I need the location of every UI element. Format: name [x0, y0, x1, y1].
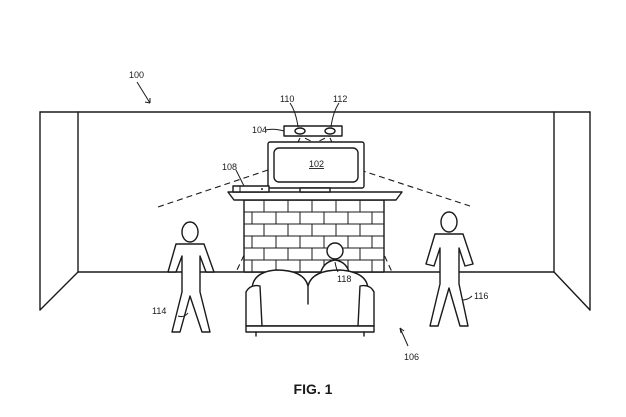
fireplace: [227, 191, 403, 273]
couch: [245, 269, 375, 337]
label-console: 108: [222, 162, 237, 172]
display-screen: [267, 141, 365, 193]
sensor-bar: [283, 125, 343, 137]
label-person-seated: 118: [337, 274, 351, 284]
camera-left-icon: [294, 127, 306, 135]
room-walls: [39, 111, 591, 311]
label-sensor-bar: 104: [252, 125, 267, 135]
leader-lines: [136, 81, 473, 347]
game-console: [232, 185, 270, 193]
label-person-right: 116: [474, 291, 488, 301]
figure-caption: FIG. 1: [294, 381, 333, 397]
standing-person-left: [167, 221, 215, 333]
label-person-left: 114: [152, 306, 166, 316]
label-display: 102: [309, 159, 324, 169]
standing-person-right: [425, 211, 474, 327]
label-room: 106: [404, 352, 419, 362]
camera-right-icon: [324, 127, 336, 135]
label-camera-right: 112: [333, 94, 347, 104]
label-camera-left: 110: [280, 94, 294, 104]
label-system: 100: [129, 70, 144, 80]
